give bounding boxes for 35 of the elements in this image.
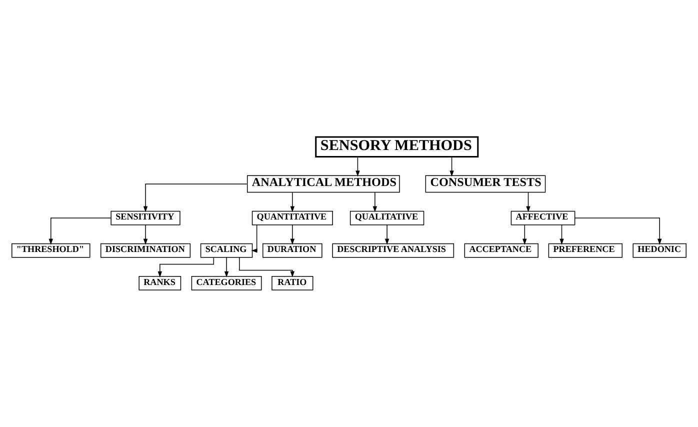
arrow <box>384 224 390 245</box>
arrow <box>290 192 295 212</box>
arrow <box>239 257 295 278</box>
arrow <box>560 224 564 245</box>
node-box: SENSORY METHODS <box>315 136 479 158</box>
node-box: AFFECTIVE <box>510 210 576 226</box>
node-box: DURATION <box>262 243 322 258</box>
arrow <box>574 218 662 245</box>
arrow <box>450 156 454 177</box>
node-box: HEDONIC <box>632 243 686 258</box>
arrow <box>143 184 248 212</box>
arrow <box>526 192 530 212</box>
arrow <box>356 156 360 177</box>
node-box: RANKS <box>138 276 182 290</box>
arrow <box>158 257 214 278</box>
arrow <box>522 224 527 245</box>
node-box: QUALITATIVE <box>350 210 424 226</box>
arrow <box>372 192 378 212</box>
node-box: RATIO <box>272 276 314 290</box>
node-box: SENSITIVITY <box>110 210 180 226</box>
node-box: DISCRIMINATION <box>100 243 191 258</box>
node-box: DESCRIPTIVE ANALYSIS <box>332 243 454 258</box>
node-box: QUANTITATIVE <box>252 210 333 226</box>
arrow <box>48 218 112 245</box>
node-box: CATEGORIES <box>191 276 262 290</box>
node-box: SCALING <box>200 243 253 258</box>
node-box: "THRESHOLD" <box>12 243 90 258</box>
node-box: ANALYTICAL METHODS <box>246 175 400 193</box>
node-box: CONSUMER TESTS <box>425 175 546 193</box>
arrow <box>143 224 148 245</box>
node-box: ACCEPTANCE <box>464 243 538 258</box>
arrow <box>224 257 229 278</box>
arrow <box>290 224 295 245</box>
arrow <box>251 224 258 253</box>
node-box: PREFERENCE <box>548 243 623 258</box>
